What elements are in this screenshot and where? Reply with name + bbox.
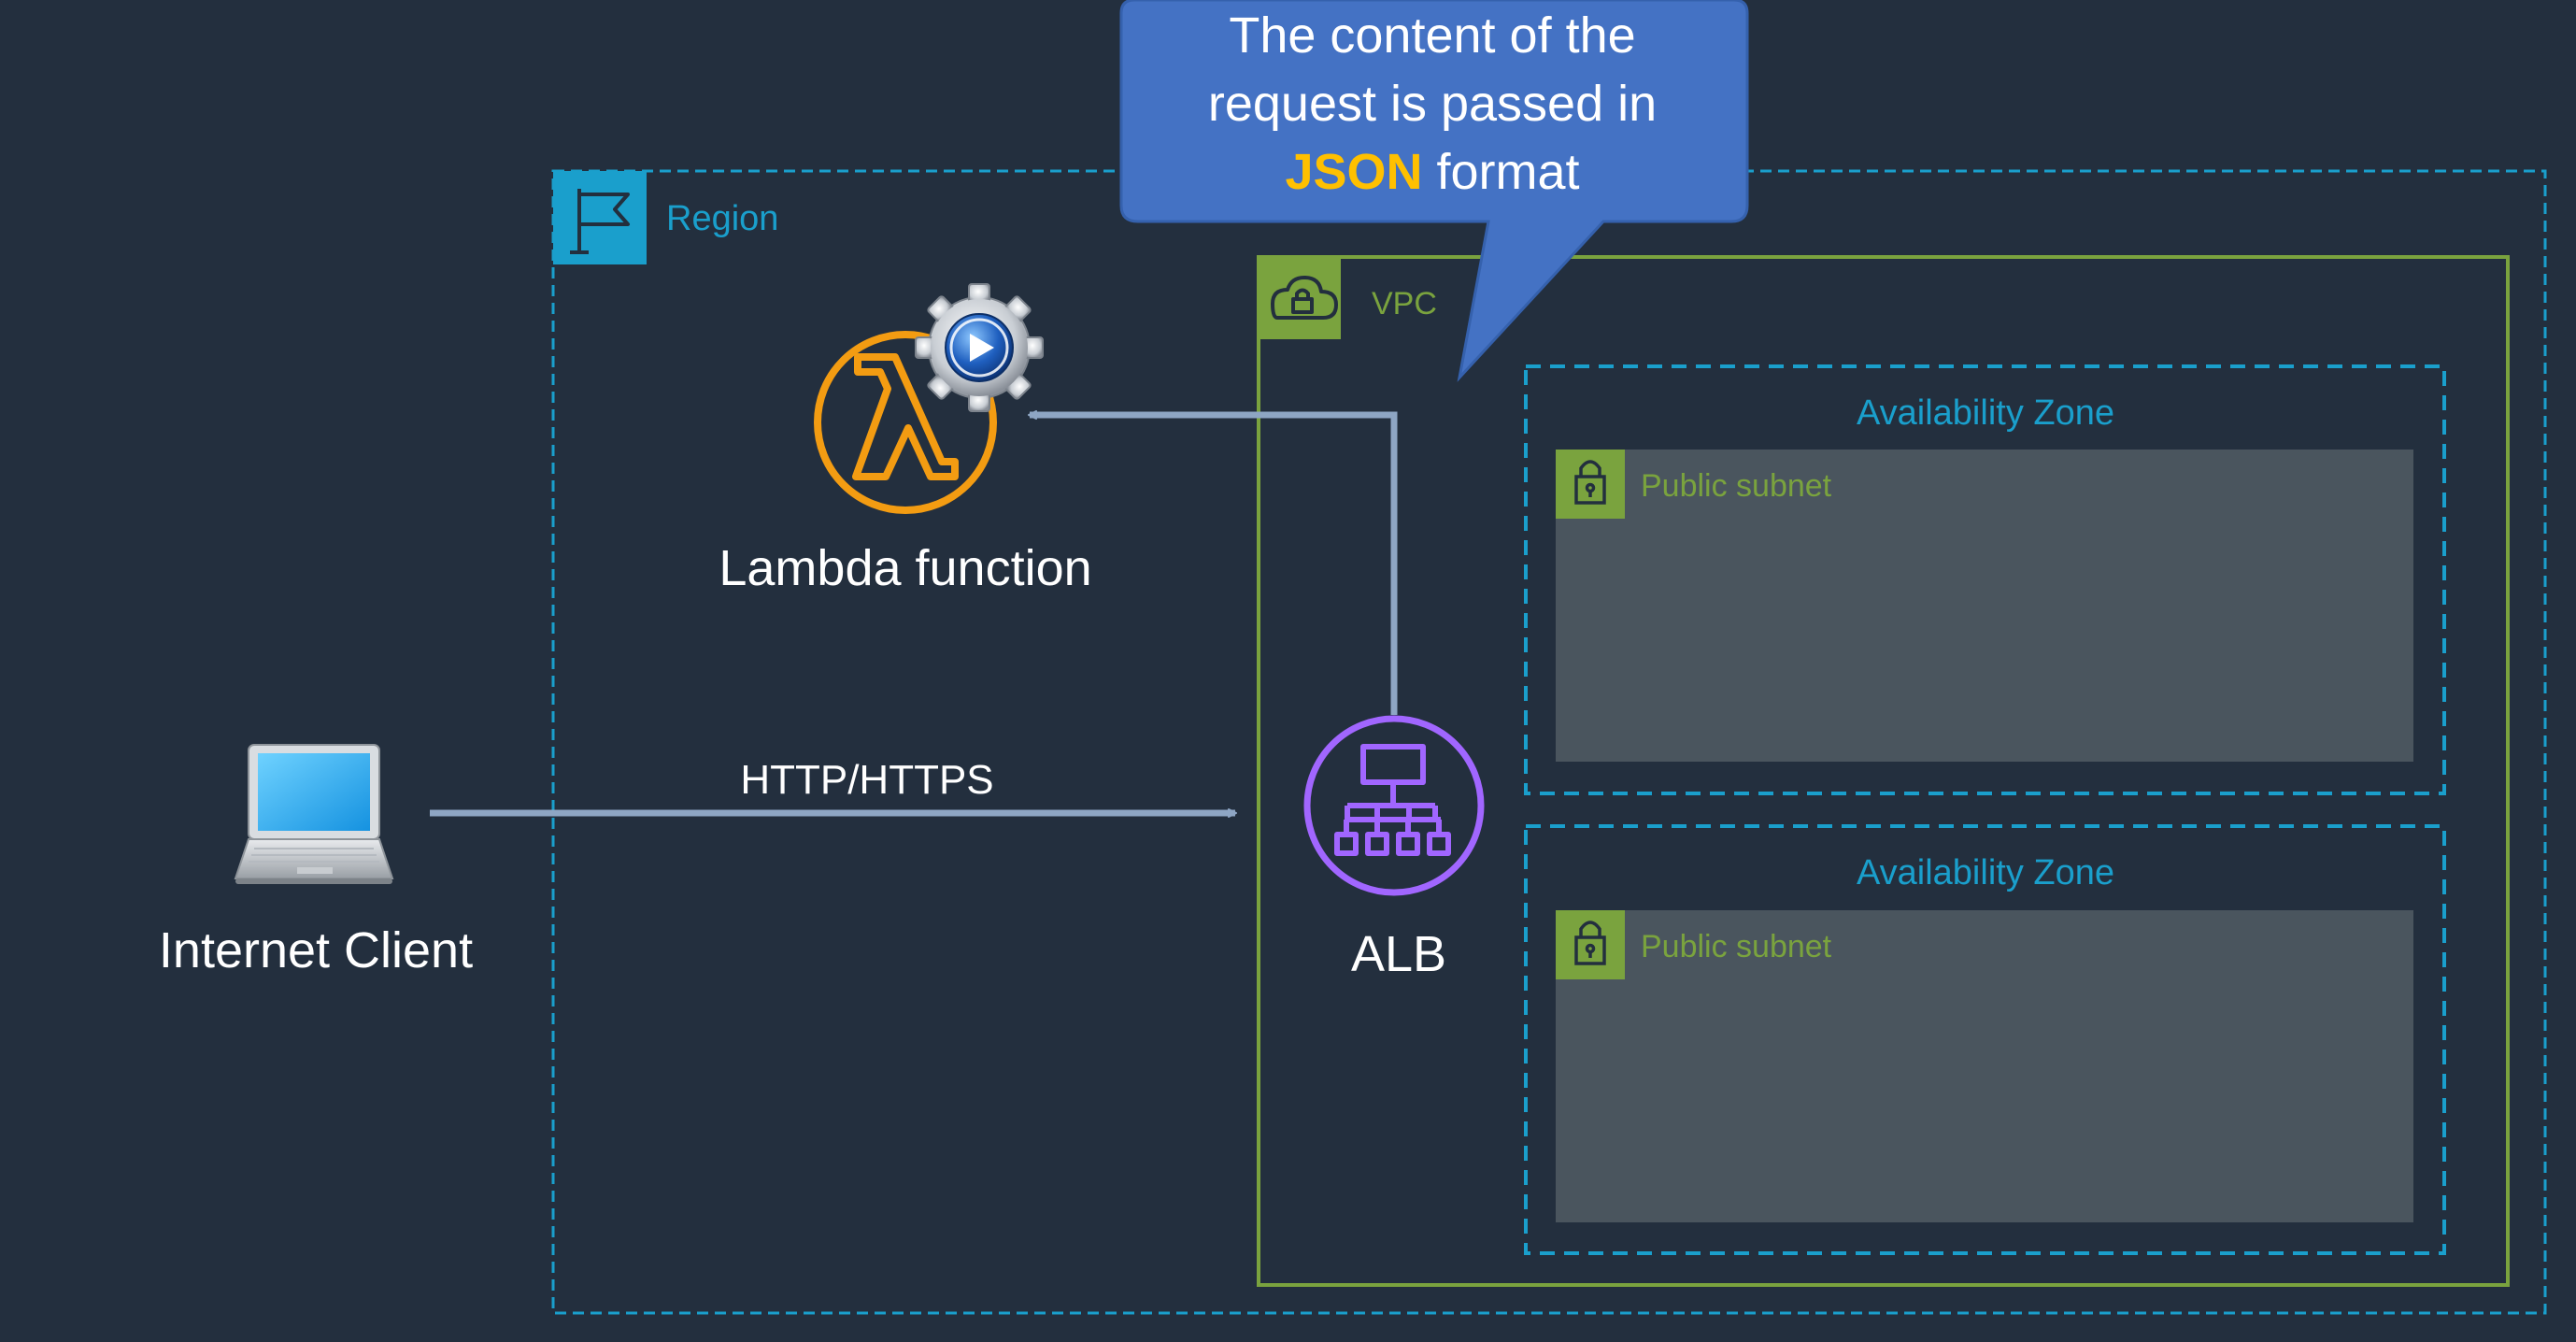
callout-line-1: The content of the (1229, 7, 1635, 64)
alb: ALB (1303, 715, 1485, 982)
connection-label: HTTP/HTTPS (740, 757, 993, 803)
internet-client: Internet Client (159, 744, 473, 978)
availability-zone-2: Availability Zone Public subnet (1524, 824, 2446, 1255)
vpc-group: VPC (1257, 255, 2510, 1287)
public-subnet (1556, 910, 2413, 1222)
az-label: Availability Zone (1857, 393, 2114, 433)
subnet-label: Public subnet (1641, 929, 1832, 964)
az-label: Availability Zone (1857, 853, 2114, 892)
public-subnet (1556, 450, 2413, 762)
region-label: Region (666, 199, 778, 238)
az-border (1524, 364, 2446, 795)
region-badge (553, 171, 647, 264)
callout-line-3: JSON format (1285, 144, 1579, 200)
lock-icon (1574, 921, 1606, 965)
callout-bubble (1119, 0, 1749, 382)
json-highlight: JSON (1285, 144, 1422, 200)
cloud-lock-icon (1271, 276, 1338, 320)
az-border (1524, 824, 2446, 1255)
lambda-icon (814, 331, 997, 514)
json-callout: The content of the request is passed in … (1119, 0, 1749, 382)
vpc-border (1257, 255, 2510, 1287)
lambda-function: Lambda function (719, 283, 1092, 596)
load-balancer-icon (1303, 715, 1485, 896)
flag-icon (570, 189, 630, 254)
laptop-icon (234, 744, 394, 884)
alb-label: ALB (1351, 926, 1446, 982)
availability-zone-1: Availability Zone Public subnet (1524, 364, 2446, 795)
subnet-label: Public subnet (1641, 468, 1832, 504)
lock-icon (1574, 460, 1606, 505)
lambda-label: Lambda function (719, 540, 1091, 596)
client-label: Internet Client (159, 922, 473, 978)
alb-to-lambda-arrow (1028, 410, 1398, 715)
callout-format-text: format (1423, 144, 1580, 200)
callout-line-2: request is passed in (1208, 76, 1657, 132)
gear-play-icon (915, 283, 1044, 412)
vpc-label: VPC (1372, 286, 1437, 321)
